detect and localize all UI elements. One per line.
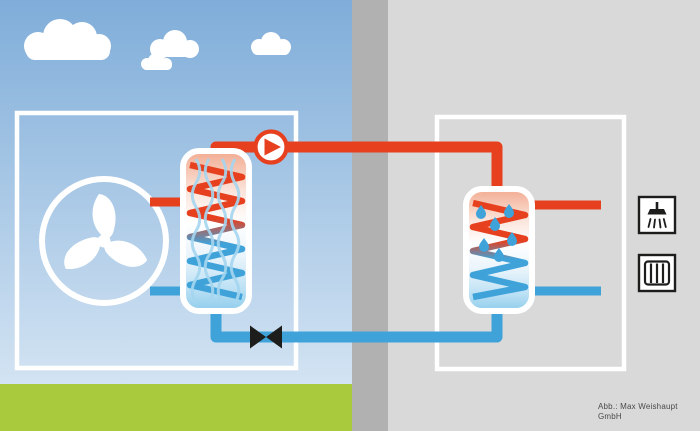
fan-circle	[39, 176, 169, 306]
fan-icon	[64, 194, 148, 269]
sky-background	[0, 0, 352, 431]
outdoor-unit-frame	[14, 110, 299, 371]
grass	[0, 384, 352, 431]
radiator-icon-box	[637, 253, 677, 293]
shower-icon	[647, 202, 667, 229]
wall	[352, 0, 388, 431]
expansion-valve-icon	[250, 325, 282, 349]
credit-text: Abb.: Max Weishaupt GmbH	[598, 402, 678, 421]
house-frame	[434, 114, 627, 372]
shower-icon-box	[637, 195, 677, 235]
evaporator	[180, 148, 252, 314]
condenser-coil	[469, 199, 529, 301]
cloud-icon	[141, 30, 199, 70]
droplet-icon	[476, 204, 517, 262]
cloud-icon	[251, 32, 291, 55]
radiator-icon	[643, 260, 671, 286]
condenser	[463, 186, 535, 314]
pump-icon	[253, 129, 289, 165]
cloud-icon	[24, 19, 111, 60]
air-flow-waves	[190, 158, 241, 304]
